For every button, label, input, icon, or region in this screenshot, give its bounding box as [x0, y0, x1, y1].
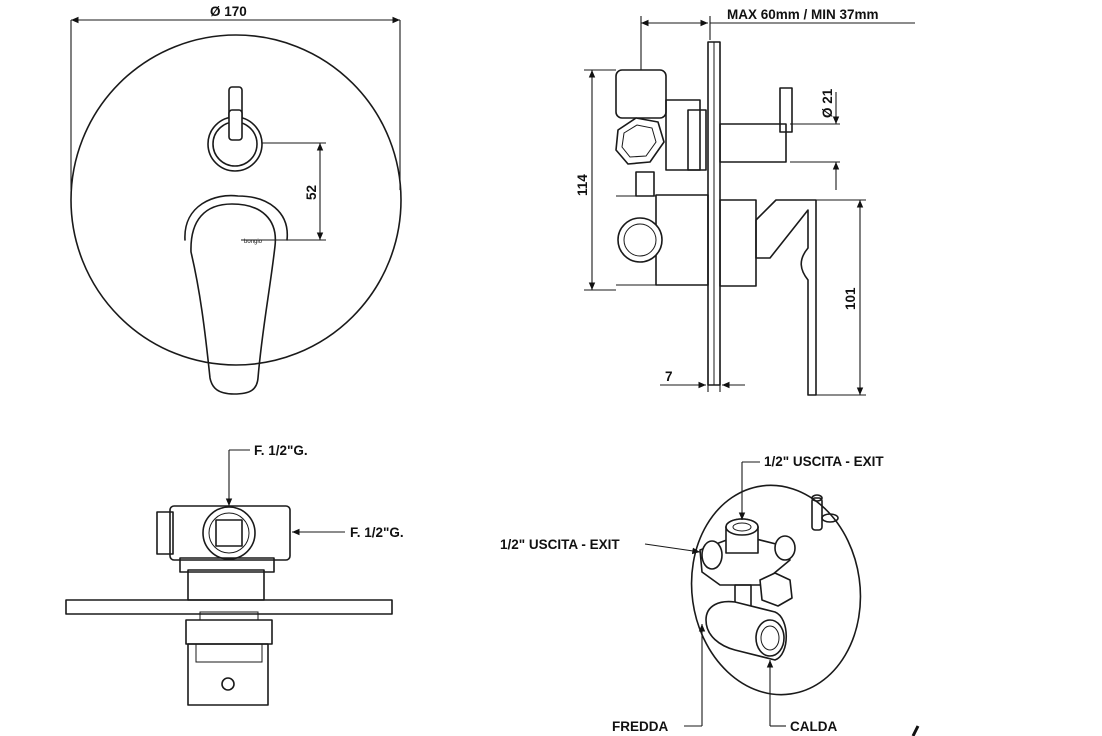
diameter-label: Ø 170 [210, 4, 247, 19]
height-52-label: 52 [304, 185, 319, 200]
lower-inlet [617, 217, 663, 263]
front-view: Ø 170 bongio 52 [70, 4, 402, 395]
top-view: F. 1/2"G. F. 1/2"G. [65, 443, 404, 706]
exit-top-label: 1/2" USCITA - EXIT [764, 454, 884, 469]
left-inlet [156, 511, 174, 555]
iso-view: 1/2" USCITA - EXIT 1/2" USCITA - EXIT FR… [500, 454, 920, 736]
lever-side [755, 199, 817, 396]
cold-label: FREDDA [612, 719, 668, 734]
inlet-right-label: F. 1/2"G. [350, 525, 404, 540]
thickness-7-label: 7 [665, 369, 673, 384]
diverter-pin-iso [811, 497, 823, 531]
cover-plate-circle [70, 34, 402, 366]
cartridge-slot [635, 171, 655, 197]
diameter-21-label: Ø 21 [820, 88, 835, 118]
height-101-label: 101 [843, 287, 858, 310]
exit-left-port [701, 540, 723, 570]
diverter-body-side [719, 123, 787, 163]
hot-label: CALDA [790, 719, 837, 734]
hex-nut-iso [759, 572, 793, 607]
valve-body-top [169, 505, 291, 561]
lever-top [187, 643, 269, 706]
side-view: MAX 60mm / MIN 37mm 114 Ø 21 [575, 7, 915, 396]
exit-left-label: 1/2" USCITA - EXIT [500, 537, 620, 552]
logo-text: bongio [244, 239, 263, 245]
lower-body [655, 194, 709, 286]
cover-plate-iso [690, 484, 862, 696]
lever-handle [190, 203, 277, 395]
lever-base [184, 194, 288, 241]
inlet-top-label: F. 1/2"G. [254, 443, 308, 458]
depth-label: MAX 60mm / MIN 37mm [727, 7, 879, 22]
upper-body [615, 69, 667, 119]
height-114-label: 114 [575, 174, 590, 196]
cover-plate-top [65, 599, 393, 615]
